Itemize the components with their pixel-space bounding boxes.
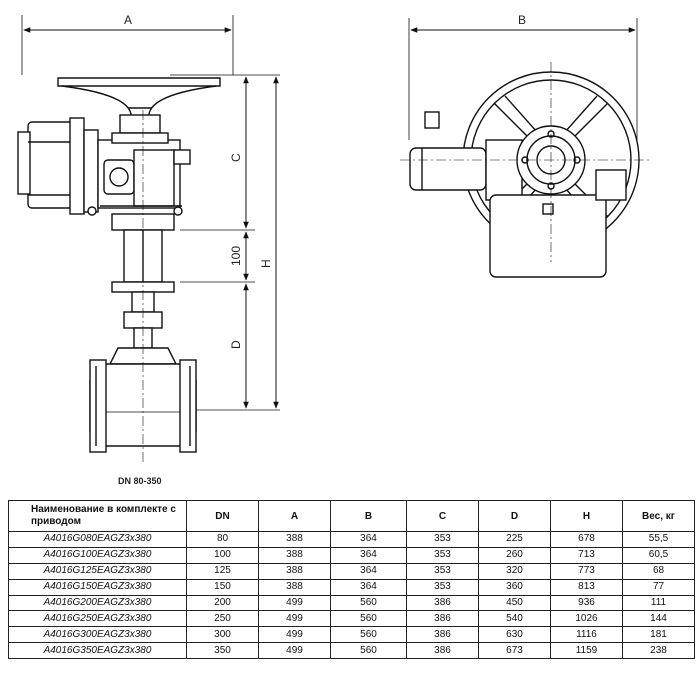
- table-cell: 320: [478, 562, 551, 580]
- dim-d-label: D: [229, 340, 243, 349]
- table-cell: 150: [186, 578, 259, 596]
- table-cell: 560: [330, 594, 407, 612]
- top-motor: [409, 111, 627, 278]
- table-cell: 388: [258, 562, 331, 580]
- table-cell: 388: [258, 578, 331, 596]
- table-cell: 560: [330, 626, 407, 644]
- table-header-cell: D: [478, 500, 551, 532]
- table-cell: 388: [258, 546, 331, 564]
- table-cell: 499: [258, 594, 331, 612]
- dim-c-label: C: [229, 153, 243, 162]
- table-cell: 773: [550, 562, 623, 580]
- table-cell-name: A4016G080EAGZ3x380: [8, 531, 187, 548]
- top-view: [400, 18, 650, 278]
- table-cell: 360: [478, 578, 551, 596]
- table-cell-name: A4016G150EAGZ3x380: [8, 578, 187, 596]
- table-cell: 1026: [550, 610, 623, 628]
- table-cell: 364: [330, 531, 407, 548]
- table-header-cell: DN: [186, 500, 259, 532]
- table-cell: 111: [622, 594, 695, 612]
- table-cell: 80: [186, 531, 259, 548]
- table-cell: 77: [622, 578, 695, 596]
- table-cell: 260: [478, 546, 551, 564]
- table-cell: 300: [186, 626, 259, 644]
- table-cell: 813: [550, 578, 623, 596]
- table-cell: 144: [622, 610, 695, 628]
- dim-100-label: 100: [229, 246, 243, 266]
- table-cell: 450: [478, 594, 551, 612]
- table-header-cell: H: [550, 500, 623, 532]
- table-cell: 678: [550, 531, 623, 548]
- table-cell-name: A4016G250EAGZ3x380: [8, 610, 187, 628]
- table-cell: 713: [550, 546, 623, 564]
- handwheel: [57, 77, 221, 134]
- table-cell: 353: [406, 546, 479, 564]
- drawing-caption: DN 80-350: [118, 476, 162, 486]
- table-header-cell: Вес, кг: [622, 500, 695, 532]
- table-cell: 350: [186, 642, 259, 660]
- actuator-body: [17, 117, 191, 216]
- table-cell: 353: [406, 531, 479, 548]
- table-cell: 386: [406, 610, 479, 628]
- table-cell-name: A4016G200EAGZ3x380: [8, 594, 187, 612]
- table-cell: 386: [406, 594, 479, 612]
- table-cell: 1116: [550, 626, 623, 644]
- table-cell: 499: [258, 642, 331, 660]
- table-cell: 225: [478, 531, 551, 548]
- table-cell: 200: [186, 594, 259, 612]
- table-cell: 560: [330, 642, 407, 660]
- table-cell-name: A4016G125EAGZ3x380: [8, 562, 187, 580]
- table-cell: 673: [478, 642, 551, 660]
- table-cell: 386: [406, 626, 479, 644]
- table-header-cell: B: [330, 500, 407, 532]
- dim-a-label: A: [124, 13, 132, 27]
- table-cell: 181: [622, 626, 695, 644]
- table-header-cell: C: [406, 500, 479, 532]
- table-cell: 388: [258, 531, 331, 548]
- valve-body: [89, 347, 197, 453]
- table-cell: 386: [406, 642, 479, 660]
- table-cell: 238: [622, 642, 695, 660]
- table-cell-name: A4016G300EAGZ3x380: [8, 626, 187, 644]
- table-header-cell: A: [258, 500, 331, 532]
- table-cell: 125: [186, 562, 259, 580]
- table-header-cell: Наименование в комплекте с приводом: [8, 500, 187, 532]
- table-cell: 68: [622, 562, 695, 580]
- table-cell-name: A4016G100EAGZ3x380: [8, 546, 187, 564]
- front-view: [17, 15, 280, 462]
- table-cell: 499: [258, 626, 331, 644]
- dim-b-label: B: [518, 13, 526, 27]
- table-cell: 364: [330, 578, 407, 596]
- table-cell: 1159: [550, 642, 623, 660]
- table-cell: 60,5: [622, 546, 695, 564]
- table-cell: 364: [330, 562, 407, 580]
- table-cell: 353: [406, 562, 479, 580]
- table-cell: 364: [330, 546, 407, 564]
- table-cell-name: A4016G350EAGZ3x380: [8, 642, 187, 660]
- valve-drawing: A C 100 D H DN 80-350: [17, 13, 650, 486]
- table-cell: 540: [478, 610, 551, 628]
- table-cell: 250: [186, 610, 259, 628]
- table-cell: 499: [258, 610, 331, 628]
- table-cell: 936: [550, 594, 623, 612]
- table-cell: 630: [478, 626, 551, 644]
- table-cell: 353: [406, 578, 479, 596]
- dim-h-label: H: [259, 259, 273, 268]
- table-cell: 560: [330, 610, 407, 628]
- table-cell: 55,5: [622, 531, 695, 548]
- table-cell: 100: [186, 546, 259, 564]
